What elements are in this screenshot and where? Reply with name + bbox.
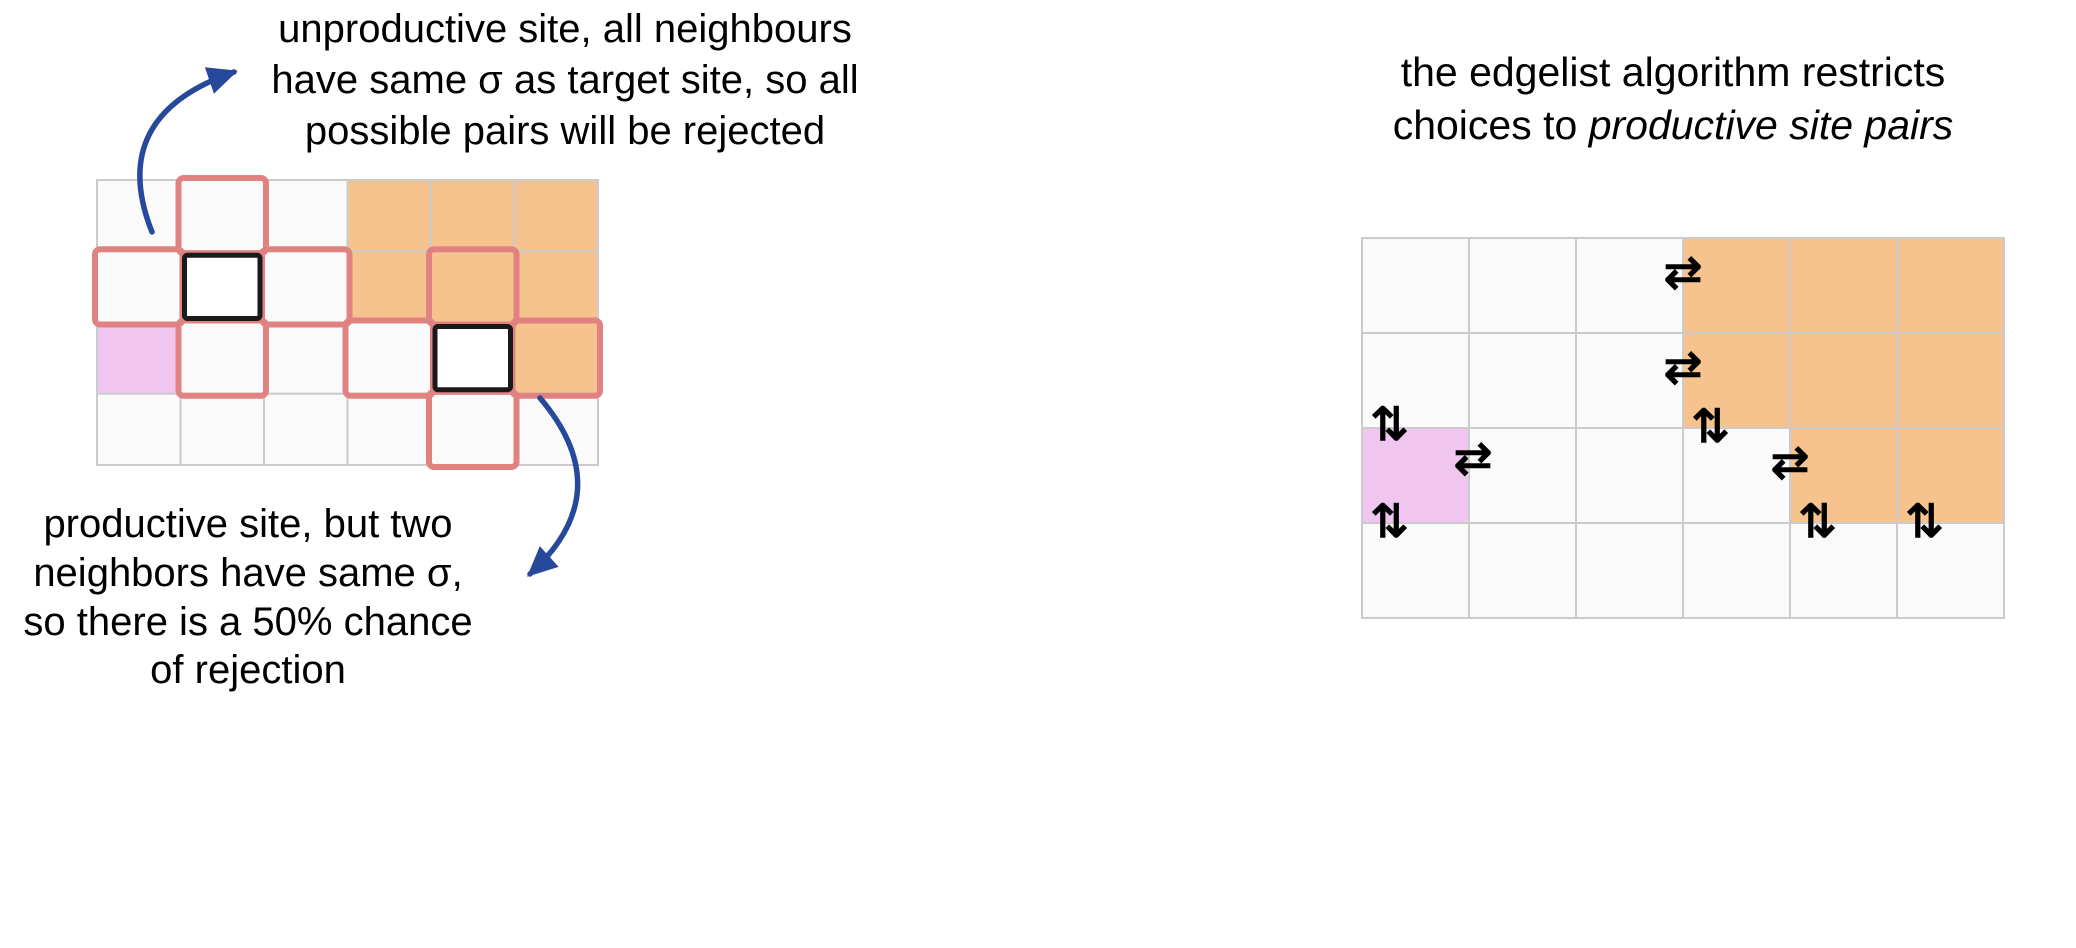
- lattice-cell: [513, 392, 599, 466]
- lattice-cell-spin-up: [430, 250, 516, 324]
- lattice-cell: [1468, 237, 1577, 334]
- caption-line: unproductive site, all neighbours: [278, 7, 852, 51]
- caption-line: the edgelist algorithm restricts: [1400, 49, 1946, 95]
- lattice-cell-spin-up: [1896, 237, 2005, 334]
- lattice-cell-spin-up: [1896, 427, 2005, 524]
- productive-target-site-outline: [432, 324, 513, 393]
- caption-text-italic: productive site pairs: [1588, 102, 1954, 149]
- caption-line: of rejection: [150, 648, 346, 693]
- lattice-cell: [179, 392, 265, 466]
- lattice-cell: [263, 179, 349, 253]
- lattice-cell-spin-up: [513, 250, 599, 324]
- lattice-cell: [1361, 237, 1470, 334]
- productive-pair-marker-horizontal-icon: ⇄: [1454, 432, 1493, 484]
- lattice-cell: [1468, 522, 1577, 619]
- caption-line: choices to productive site pairs: [1270, 99, 2076, 152]
- lattice-cell: [346, 321, 432, 395]
- lattice-cell: [96, 250, 182, 324]
- lattice-cell: [1361, 522, 1470, 619]
- lattice-cell: [263, 392, 349, 466]
- lattice-cell: [1789, 522, 1898, 619]
- lattice-left: [92, 175, 603, 470]
- lattice-cell: [1682, 522, 1791, 619]
- lattice-cell-spin-up: [1789, 237, 1898, 334]
- productive-pair-marker-horizontal-icon: ⇄: [1664, 246, 1703, 298]
- lattice-right: ⇄ ⇄ ⇅ ⇄ ⇅ ⇅ ⇅ ⇄ ⇅: [1361, 237, 2005, 619]
- lattice-cell: [96, 179, 182, 253]
- lattice-cell: [346, 392, 432, 466]
- lattice-cell: [179, 179, 265, 253]
- productive-pair-marker-vertical-icon: ⇅: [1798, 495, 1837, 547]
- lattice-cell-spin-up: [1682, 237, 1791, 334]
- lattice-cell: [179, 321, 265, 395]
- caption-productive-site: productive site, but two neighbors have …: [8, 500, 488, 695]
- productive-pair-marker-vertical-icon: ⇅: [1370, 398, 1409, 450]
- lattice-cell: [1896, 522, 2005, 619]
- lattice-cell: [263, 321, 349, 395]
- lattice-cell: [1361, 332, 1470, 429]
- lattice-cell: [263, 250, 349, 324]
- lattice-cell-spin-up: [346, 179, 432, 253]
- caption-edgelist-algorithm: the edgelist algorithm restricts choices…: [1270, 46, 2076, 153]
- lattice-cell-spin-up: [1789, 332, 1898, 429]
- lattice-cell-spin-up: [513, 179, 599, 253]
- caption-line: productive site, but two: [43, 502, 453, 546]
- unproductive-target-site-outline: [182, 252, 263, 321]
- lattice-cell: [1682, 427, 1791, 524]
- lattice-cell-spin-pink: [96, 321, 182, 395]
- lattice-cell-spin-up: [346, 250, 432, 324]
- lattice-cell-spin-up: [1896, 332, 2005, 429]
- productive-pair-marker-horizontal-icon: ⇄: [1664, 341, 1703, 393]
- lattice-cell: [1575, 427, 1684, 524]
- lattice-cell: [1468, 332, 1577, 429]
- caption-line: have same σ as target site, so all: [271, 57, 859, 102]
- lattice-cell-spin-up: [430, 179, 516, 253]
- caption-line: neighbors have same σ,: [33, 550, 463, 595]
- lattice-cell: [430, 392, 516, 466]
- lattice-cell: [1468, 427, 1577, 524]
- productive-pair-marker-vertical-icon: ⇅: [1691, 400, 1730, 452]
- caption-line: possible pairs will be rejected: [304, 108, 826, 153]
- lattice-cell: [96, 392, 182, 466]
- productive-pair-marker-vertical-icon: ⇅: [1905, 495, 1944, 547]
- caption-unproductive-site: unproductive site, all neighbours have s…: [160, 4, 970, 156]
- lattice-cell: [1575, 522, 1684, 619]
- caption-line: so there is a 50% chance: [23, 599, 473, 644]
- lattice-cell-spin-up: [513, 321, 599, 395]
- productive-pair-marker-horizontal-icon: ⇄: [1771, 436, 1810, 488]
- caption-text-normal: choices to: [1392, 102, 1589, 149]
- productive-pair-marker-vertical-icon: ⇅: [1370, 495, 1409, 547]
